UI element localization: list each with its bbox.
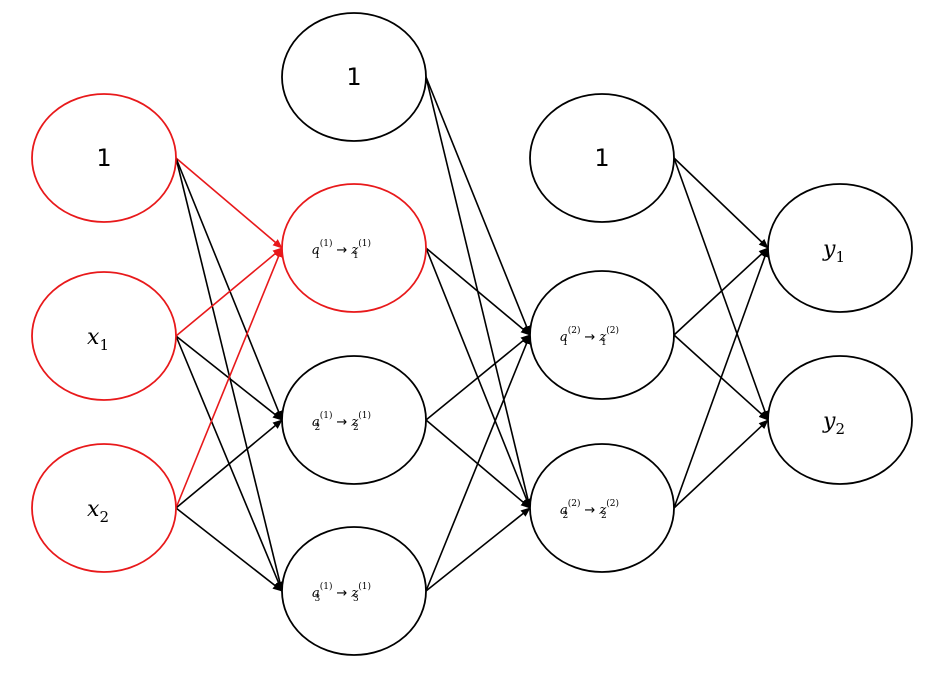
node-circle: [281, 526, 427, 656]
activation-a-base: a: [560, 503, 568, 518]
activation-arrow: →: [332, 415, 351, 430]
node-circle: [281, 12, 427, 142]
activation-a-sub: 3: [315, 594, 321, 604]
edge-h1-n2-to-h2-n1: [425, 334, 531, 421]
variable-label: x1: [87, 325, 109, 354]
activation-z-sup: (2): [606, 498, 619, 509]
bias-label: 1: [346, 63, 361, 91]
variable-label: x2: [87, 497, 109, 526]
activation-a-sub: 2: [315, 423, 321, 433]
node-circle: [529, 443, 675, 573]
node-out-y1: y1: [767, 183, 913, 313]
activation-z-sup: (1): [358, 238, 371, 249]
edge-in-x1-to-h1-n1: [175, 247, 283, 337]
edge-h1-bias-to-h2-n1: [425, 76, 531, 336]
activation-z-sub: 3: [353, 594, 359, 604]
variable-subscript: 2: [99, 508, 109, 526]
activation-a-sub: 2: [563, 511, 569, 521]
activation-arrow: →: [332, 586, 351, 601]
activation-label: a(1)2 → z(1)2: [312, 410, 371, 433]
variable-base: y: [822, 409, 836, 434]
edge-in-bias-to-h1-n2: [175, 157, 283, 421]
edge-in-bias-to-h1-n3: [175, 157, 284, 592]
node-circle: [529, 93, 675, 223]
activation-z-base: z: [598, 503, 606, 518]
node-h1-n1: a(1)1 → z(1)1: [281, 183, 427, 313]
activation-label: a(1)3 → z(1)3: [312, 581, 371, 604]
edge-in-bias-to-h1-n1: [175, 157, 283, 249]
node-in-bias: 1: [31, 93, 177, 223]
edge-in-x2-to-h1-n1: [175, 247, 283, 509]
edges-layer: [175, 76, 769, 592]
node-circle: [281, 183, 427, 313]
edge-h2-bias-to-out-y1: [673, 157, 769, 249]
activation-label: a(1)1 → z(1)1: [312, 238, 371, 261]
activation-a-sup: (2): [568, 325, 581, 336]
edge-in-x2-to-h1-n3: [175, 507, 283, 592]
node-out-y2: y2: [767, 355, 913, 485]
node-circle: [31, 93, 177, 223]
activation-a-sub: 1: [563, 338, 569, 348]
edge-h2-bias-to-out-y2: [673, 157, 769, 421]
activation-z-sub: 1: [353, 251, 359, 261]
activation-a-base: a: [312, 415, 320, 430]
node-circle: [281, 355, 427, 485]
node-circle: [767, 355, 913, 485]
node-circle: [31, 443, 177, 573]
activation-a-base: a: [560, 330, 568, 345]
edge-in-x2-to-h1-n2: [175, 419, 283, 509]
activation-z-sup: (2): [606, 325, 619, 336]
node-h2-bias: 1: [529, 93, 675, 223]
bias-label: 1: [96, 144, 111, 172]
node-circle: [529, 270, 675, 400]
activation-a-sup: (2): [568, 498, 581, 509]
node-in-x2: x2: [31, 443, 177, 573]
variable-subscript: 1: [835, 248, 845, 266]
variable-base: y: [822, 237, 836, 262]
variable-base: x: [87, 325, 100, 350]
activation-z-sub: 2: [353, 423, 359, 433]
edge-h1-n3-to-h2-n1: [425, 334, 531, 592]
bias-label: 1: [594, 144, 609, 172]
activation-z-sup: (1): [358, 410, 371, 421]
edge-h2-n1-to-out-y1: [673, 247, 769, 336]
edge-h1-n3-to-h2-n2: [425, 507, 531, 592]
variable-base: x: [87, 497, 100, 522]
activation-arrow: →: [580, 503, 599, 518]
activation-z-sub: 1: [601, 338, 607, 348]
activation-z-sup: (1): [358, 581, 371, 592]
node-circle: [31, 271, 177, 401]
activation-arrow: →: [332, 243, 351, 258]
activation-label: a(2)2 → z(2)2: [560, 498, 619, 521]
activation-a-sup: (1): [320, 581, 333, 592]
edge-h2-n2-to-out-y1: [673, 247, 769, 509]
node-h2-n2: a(2)2 → z(2)2: [529, 443, 675, 573]
activation-arrow: →: [580, 330, 599, 345]
variable-label: y2: [822, 409, 845, 438]
node-circle: [767, 183, 913, 313]
node-h2-n1: a(2)1 → z(2)1: [529, 270, 675, 400]
activation-z-base: z: [350, 586, 358, 601]
activation-z-sub: 2: [601, 511, 607, 521]
edge-h1-n1-to-h2-n1: [425, 247, 531, 336]
node-in-x1: x1: [31, 271, 177, 401]
activation-a-sub: 1: [315, 251, 321, 261]
node-h1-n2: a(1)2 → z(1)2: [281, 355, 427, 485]
activation-a-sup: (1): [320, 238, 333, 249]
activation-z-base: z: [350, 243, 358, 258]
activation-a-base: a: [312, 243, 320, 258]
activation-label: a(2)1 → z(2)1: [560, 325, 619, 348]
activation-z-base: z: [598, 330, 606, 345]
variable-subscript: 2: [835, 420, 845, 438]
activation-a-base: a: [312, 586, 320, 601]
activation-z-base: z: [350, 415, 358, 430]
edge-h2-n2-to-out-y2: [673, 419, 769, 509]
variable-subscript: 1: [99, 336, 109, 354]
node-h1-n3: a(1)3 → z(1)3: [281, 526, 427, 656]
node-h1-bias: 1: [281, 12, 427, 142]
variable-label: y1: [822, 237, 845, 266]
activation-a-sup: (1): [320, 410, 333, 421]
